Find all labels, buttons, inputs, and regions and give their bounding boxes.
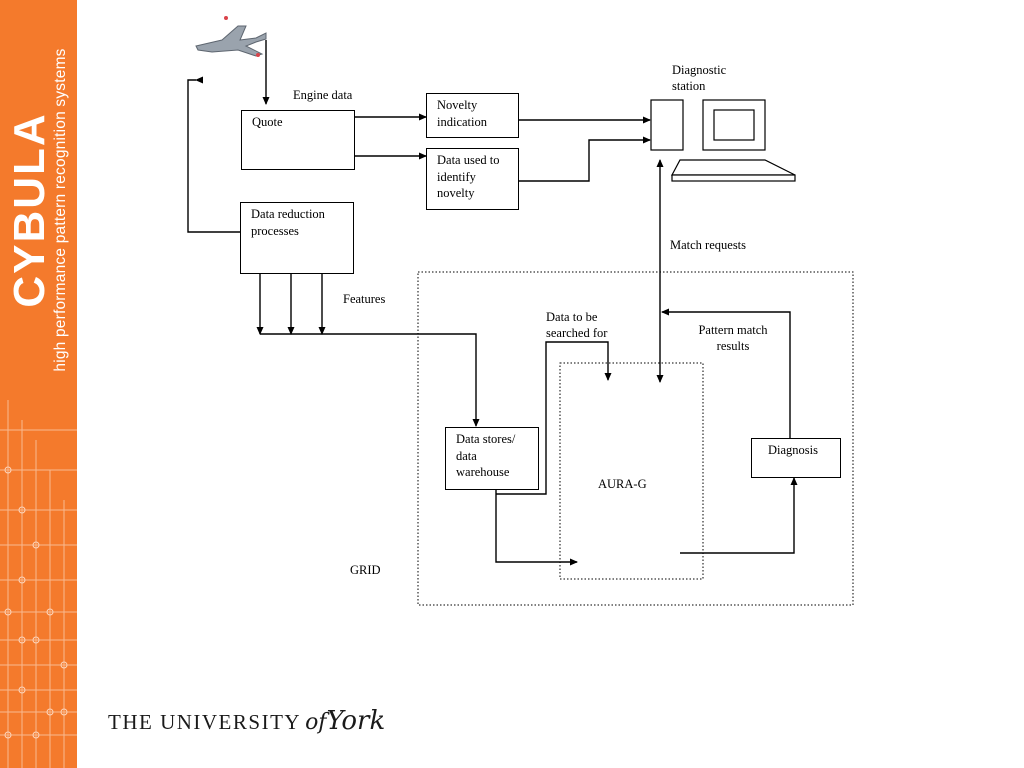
data-used-box: Data used to identify novelty bbox=[426, 148, 519, 210]
match-requests-label: Match requests bbox=[670, 238, 747, 252]
data-stores-label: Data stores/ data warehouse bbox=[456, 432, 516, 479]
fighter-jet-icon bbox=[195, 16, 267, 57]
diagnosis-label: Diagnosis bbox=[768, 443, 818, 457]
university-york-text: York bbox=[326, 706, 386, 736]
data-reduction-box: Data reduction processes bbox=[240, 202, 354, 274]
sidebar-brand-panel: CYBULA high performance pattern recognit… bbox=[0, 0, 77, 768]
data-to-search-label: Data to be searched for bbox=[546, 310, 608, 340]
data-used-label: Data used to identify novelty bbox=[437, 153, 500, 200]
novelty-indication-box: Novelty indication bbox=[426, 93, 519, 138]
grid-label: GRID bbox=[350, 563, 381, 577]
university-wordmark: THE UNIVERSITY bbox=[108, 710, 302, 734]
data-stores-box: Data stores/ data warehouse bbox=[445, 427, 539, 490]
pattern-match-label: Pattern match results bbox=[698, 323, 768, 353]
engine-data-label: Engine data bbox=[293, 88, 353, 102]
grid-boundary bbox=[417, 271, 854, 606]
aura-g-label: AURA-G bbox=[598, 477, 647, 491]
diagnostic-station-label: Diagnostic station bbox=[672, 63, 727, 93]
data-reduction-label: Data reduction processes bbox=[251, 207, 325, 238]
novelty-indication-label: Novelty indication bbox=[437, 98, 487, 129]
aura-boundary bbox=[559, 362, 704, 580]
university-of-text: of bbox=[305, 710, 327, 735]
quote-label: Quote bbox=[252, 115, 283, 129]
quote-box: Quote bbox=[241, 110, 355, 170]
circuit-grid-pattern bbox=[0, 400, 77, 768]
university-of-york-logo: THE UNIVERSITY ofYork bbox=[108, 706, 385, 736]
features-label: Features bbox=[343, 292, 386, 306]
computer-icon bbox=[650, 99, 796, 182]
diagnosis-box: Diagnosis bbox=[751, 438, 841, 478]
